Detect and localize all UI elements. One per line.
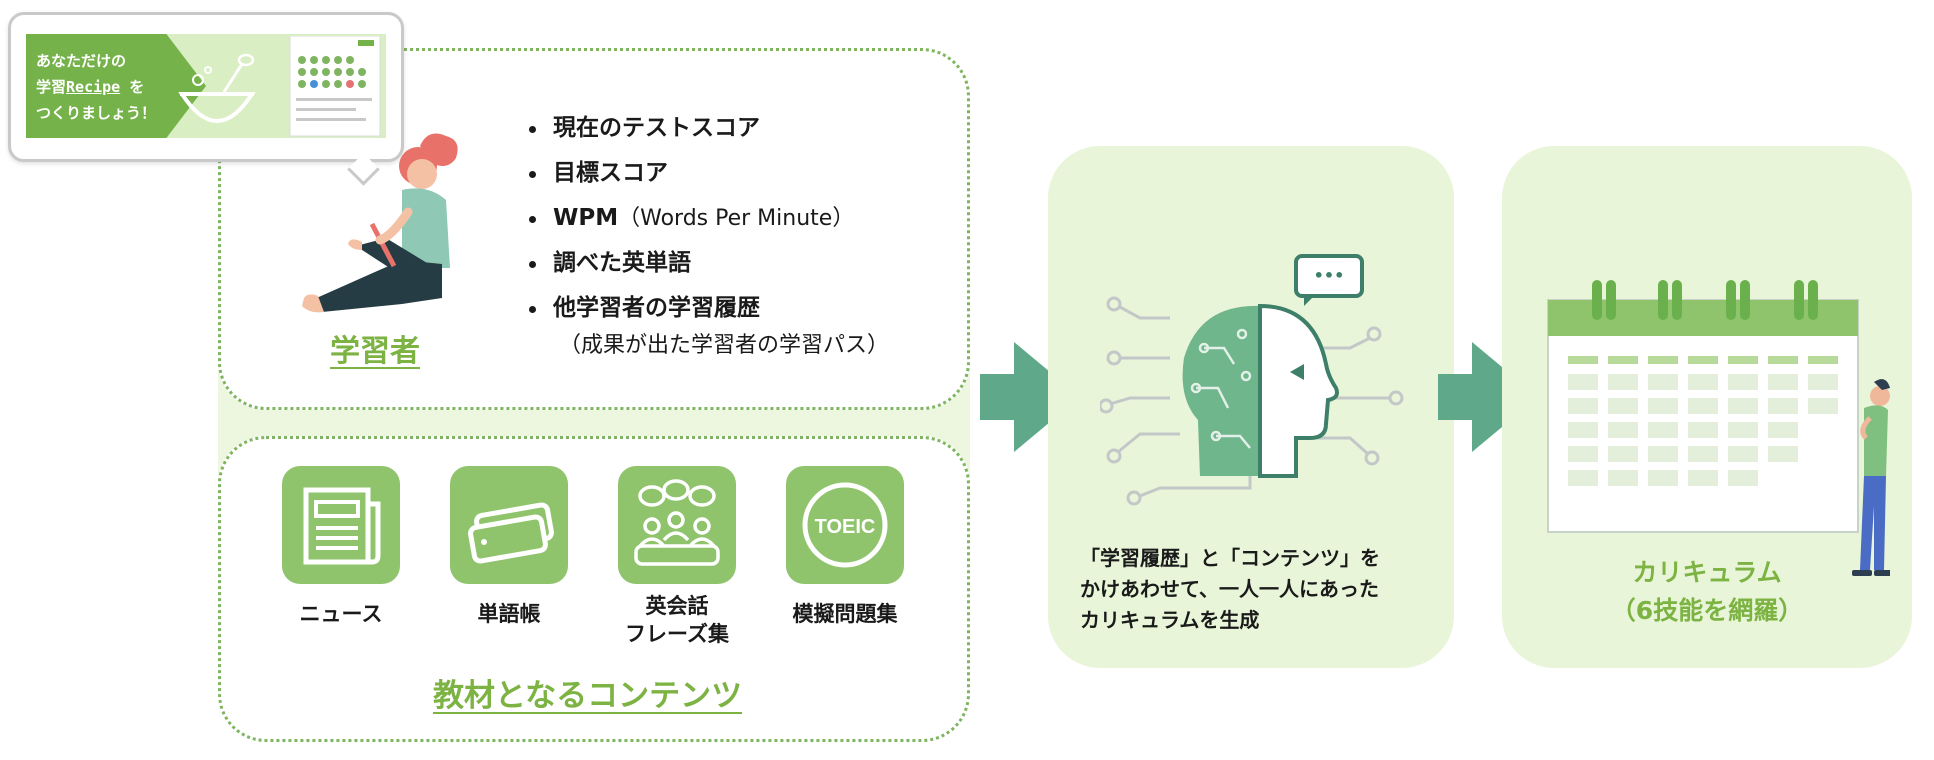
phrases-card-label: 英会話 フレーズ集 [592,592,762,648]
list-item: 他学習者の学習履歴 [525,286,889,331]
newspaper-icon [303,487,381,565]
curriculum-caption-line1: カリキュラム [1632,558,1782,587]
ai-description-line3: カリキュラムを生成 [1080,608,1260,632]
list-item: WPM（Words Per Minute） [525,196,889,241]
learner-title: 学習者 [330,334,420,369]
list-item: 現在のテストスコア [525,106,889,151]
curriculum-caption: カリキュラム （6技能を網羅） [1502,554,1912,630]
ai-head-icon: ••• [1100,254,1404,506]
curriculum-caption-line2: （6技能を網羅） [1610,596,1804,625]
mixing-bowl-icon [178,53,256,123]
learner-person-illustration [302,133,458,313]
flashcards-icon [468,502,554,564]
phrases-label-line2: フレーズ集 [625,622,729,646]
mock-exam-card-label: 模擬問題集 [792,602,898,626]
news-card-label: ニュース [299,602,383,626]
recipe-banner: あなただけの 学習Recipe を つくりましょう！ [26,34,386,138]
arrow-right-icon [1438,342,1538,452]
banner-green-block [26,34,206,138]
phrases-label-line1: 英会話 [645,594,709,618]
ai-description-line1: 「学習履歴」と「コンテンツ」を [1080,546,1380,570]
list-item: 目標スコア [525,151,889,196]
mock-exam-card: TOEIC [786,466,904,584]
ai-description-line2: かけあわせて、一人一人にあった [1080,577,1379,601]
vocab-card-label: 単語帳 [477,602,541,626]
contents-title: 教材となるコンテンツ [433,678,743,714]
vocab-card [450,466,568,584]
toeic-text: TOEIC [815,516,876,538]
news-card [282,466,400,584]
mini-calendar-icon [289,36,381,137]
learner-data-list: 現在のテストスコア 目標スコア WPM（Words Per Minute） 調べ… [525,106,889,361]
list-item-note: （成果が出た学習者の学習パス） [559,333,890,358]
ai-description: 「学習履歴」と「コンテンツ」を かけあわせて、一人一人にあった カリキュラムを生… [1080,543,1440,636]
calendar-icon [1547,280,1890,576]
conversation-group-icon [634,479,720,566]
banner-text: あなただけの 学習Recipe を つくりましょう！ [36,52,157,122]
toeic-badge-icon: TOEIC [802,482,888,568]
phrases-card [618,466,736,584]
chat-bubble-dots: ••• [1314,266,1345,285]
list-item: 調べた英単語 [525,241,889,286]
arrow-right-icon [980,342,1080,452]
